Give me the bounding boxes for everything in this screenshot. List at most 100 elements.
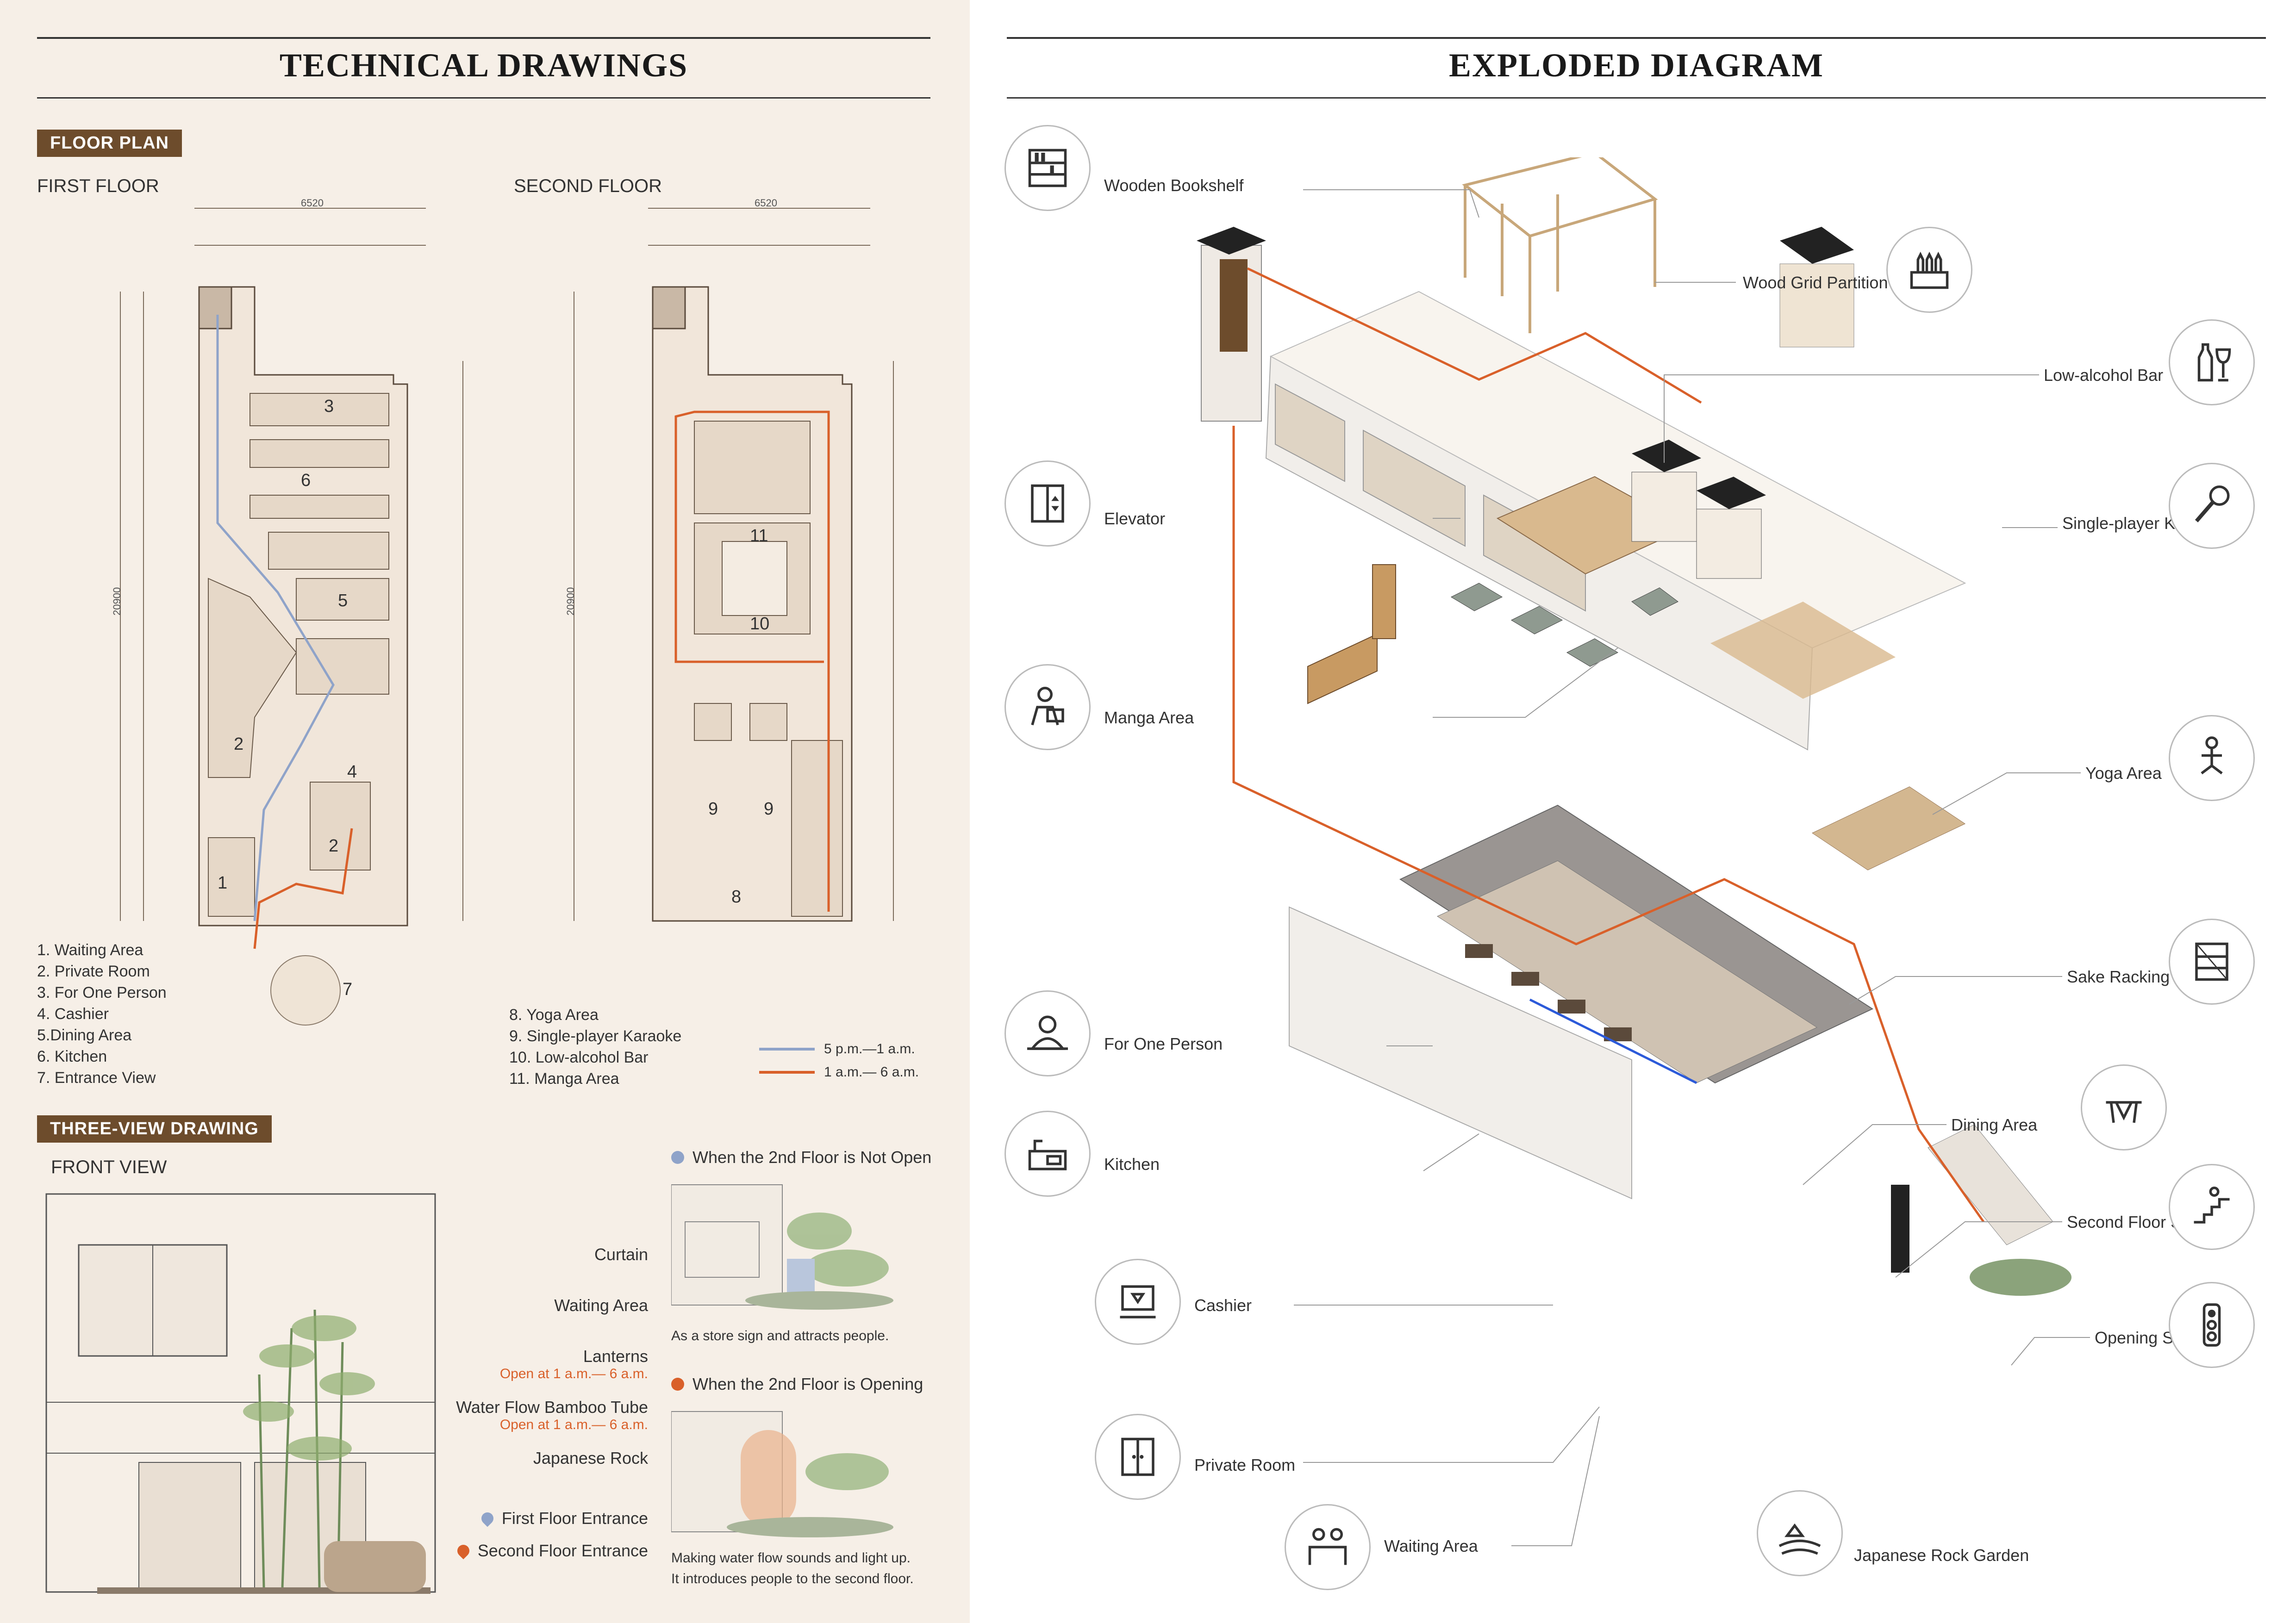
callout-yoga-area: Yoga Area xyxy=(2085,764,2162,783)
bookshelf-icon-circle xyxy=(1004,125,1091,211)
room-9b: 9 xyxy=(764,799,774,819)
room-4: 4 xyxy=(347,762,357,782)
time-line-blue xyxy=(759,1048,815,1051)
legend-item: 4. Cashier xyxy=(37,1005,109,1023)
rack-icon xyxy=(2195,942,2228,981)
room-2a: 2 xyxy=(234,734,243,754)
time-legend: 5 p.m.—1 a.m. 1 a.m.— 6 a.m. xyxy=(759,1041,919,1080)
room-6: 6 xyxy=(301,471,311,490)
sf-dim-side: 20900 xyxy=(565,587,576,616)
exploded-diagram-panel: EXPLODED DIAGRAM xyxy=(970,0,2296,1623)
callout-bamboo-tube: Water Flow Bamboo Tube xyxy=(456,1398,648,1417)
first-floor-plan: 6520 20900 1 2 2 xyxy=(111,199,463,1026)
elevator-icon xyxy=(1031,484,1064,523)
second-floor-label: SECOND FLOOR xyxy=(514,176,662,196)
callout-dining-area: Dining Area xyxy=(1951,1115,2038,1134)
map-pin-icon xyxy=(479,1510,496,1527)
scene1-caption: As a store sign and attracts people. xyxy=(671,1328,889,1343)
front-view-drawing xyxy=(45,1193,436,1594)
room-5: 5 xyxy=(338,591,348,610)
second-floor-legend: 8. Yoga Area 9. Single-player Karaoke 10… xyxy=(509,1004,681,1089)
table-icon xyxy=(2106,1101,2142,1123)
ff-dim-total: 6520 xyxy=(301,199,324,209)
stairs-icon-circle xyxy=(2169,1164,2255,1250)
callout-lanterns: Lanterns xyxy=(583,1347,648,1366)
room-1: 1 xyxy=(218,873,227,893)
callout-curtain: Curtain xyxy=(594,1245,648,1264)
callout-private-room: Private Room xyxy=(1194,1455,1296,1474)
callout-waiting-area: Waiting Area xyxy=(1384,1536,1478,1555)
top-rule xyxy=(37,37,930,39)
scene2-heading-text: When the 2nd Floor is Opening xyxy=(693,1374,923,1393)
wine-icon xyxy=(2197,343,2231,382)
technical-drawings-panel: TECHNICAL DRAWINGS FLOOR PLAN FIRST FLOO… xyxy=(0,0,970,1623)
legend-item: 9. Single-player Karaoke xyxy=(509,1027,682,1045)
elevator-icon-circle xyxy=(1004,460,1091,547)
technical-drawings-title: TECHNICAL DRAWINGS xyxy=(279,47,688,84)
top-rule xyxy=(1007,37,2266,39)
blue-dot-icon xyxy=(671,1151,684,1164)
callout-for-one-person: For One Person xyxy=(1104,1034,1223,1053)
callout-lanterns-time: Open at 1 a.m.— 6 a.m. xyxy=(499,1366,648,1381)
ff-dim-side: 20900 xyxy=(111,587,123,616)
callout-wooden-bookshelf: Wooden Bookshelf xyxy=(1104,176,1244,195)
scene2-caption-1: Making water flow sounds and light up. xyxy=(671,1550,911,1566)
person-icon xyxy=(1027,1015,1068,1050)
traffic-light-icon xyxy=(2202,1303,2221,1347)
map-pin-icon xyxy=(455,1542,472,1560)
bookshelf-icon xyxy=(1028,149,1067,187)
title-underline xyxy=(37,97,930,99)
three-view-tag: THREE-VIEW DRAWING xyxy=(37,1115,272,1143)
orange-dot-icon xyxy=(671,1378,684,1391)
front-view-label: FRONT VIEW xyxy=(51,1157,167,1177)
reading-person-icon xyxy=(1031,687,1064,726)
first-floor-legend: 1. Waiting Area 2. Private Room 3. For O… xyxy=(37,939,167,1088)
door-icon xyxy=(1121,1437,1154,1476)
room-2b: 2 xyxy=(329,836,338,856)
first-entrance-key: First Floor Entrance xyxy=(479,1509,648,1528)
legend-item: 10. Low-alcohol Bar xyxy=(509,1049,649,1066)
callout-cashier: Cashier xyxy=(1194,1296,1252,1315)
title-underline xyxy=(1007,97,2266,99)
rock-garden-icon-circle xyxy=(1757,1490,1843,1576)
callout-wood-grid-partition: Wood Grid Partition xyxy=(1743,273,1888,292)
legend-item: 1. Waiting Area xyxy=(37,941,144,959)
legend-item: 8. Yoga Area xyxy=(509,1006,599,1024)
room-3: 3 xyxy=(324,397,334,416)
leader-lines xyxy=(1294,189,2090,1546)
scene2-caption-2: It introduces people to the second floor… xyxy=(671,1571,914,1586)
scene1-sketch xyxy=(671,1184,893,1310)
legend-item: 6. Kitchen xyxy=(37,1048,107,1065)
scene2-sketch xyxy=(671,1411,893,1537)
exploded-axonometric xyxy=(1197,157,2071,1296)
first-entrance-label: First Floor Entrance xyxy=(501,1509,648,1528)
callout-japanese-rock: Japanese Rock xyxy=(533,1449,648,1468)
karaoke-icon-circle xyxy=(2169,463,2255,549)
microphone-icon xyxy=(2195,485,2230,522)
room-10: 10 xyxy=(750,614,769,634)
bottles-icon xyxy=(1910,251,1949,289)
stairs-icon xyxy=(2194,1187,2230,1224)
scene2-heading: When the 2nd Floor is Opening xyxy=(671,1374,923,1394)
floor-plan-tag: FLOOR PLAN xyxy=(37,130,182,157)
seated-people-icon xyxy=(1308,1528,1347,1565)
callout-kitchen: Kitchen xyxy=(1104,1155,1160,1174)
yoga-icon-circle xyxy=(2169,715,2255,801)
room-9a: 9 xyxy=(708,799,718,819)
legend-item: 11. Manga Area xyxy=(509,1070,619,1088)
first-floor-label: FIRST FLOOR xyxy=(37,176,159,196)
private-room-icon-circle xyxy=(1095,1414,1181,1500)
signal-icon-circle xyxy=(2169,1282,2255,1368)
second-entrance-label: Second Floor Entrance xyxy=(477,1541,648,1560)
cashier-icon-circle xyxy=(1095,1259,1181,1345)
callout-bamboo-time: Open at 1 a.m.— 6 a.m. xyxy=(499,1417,648,1432)
callout-low-alcohol-bar: Low-alcohol Bar xyxy=(2044,366,2164,385)
second-entrance-key: Second Floor Entrance xyxy=(455,1541,648,1561)
one-person-icon-circle xyxy=(1004,990,1091,1076)
yoga-icon xyxy=(2201,736,2223,775)
callout-manga-area: Manga Area xyxy=(1104,708,1194,727)
dining-icon-circle xyxy=(2081,1064,2167,1150)
time-label: 1 a.m.— 6 a.m. xyxy=(824,1064,919,1080)
wood-grid-icon-circle xyxy=(1886,227,1972,313)
manga-icon-circle xyxy=(1004,664,1091,750)
